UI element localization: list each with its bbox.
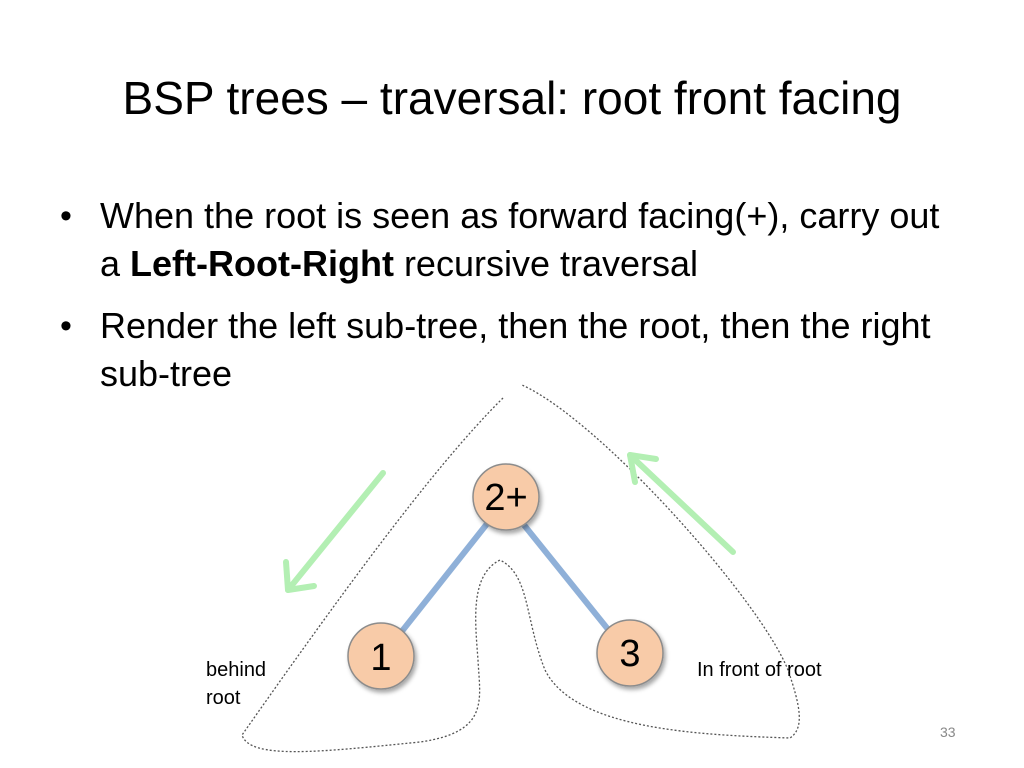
left-traversal-arrow-icon [283, 470, 386, 593]
in-front-of-root-label: In front of root [697, 659, 822, 681]
bullet-item: • Render the left sub-tree, then the root… [60, 302, 960, 398]
node-label-left: 1 [370, 637, 391, 679]
edge-root-left [392, 518, 493, 642]
bullet-text-pre: When the root is seen as forward facing(… [100, 195, 940, 284]
tree-node-left: 1 [347, 622, 415, 690]
tree-node-root: 2+ [472, 463, 540, 531]
slide-title: BSP trees – traversal: root front facing [122, 72, 902, 124]
bullet-text: Render the left sub-tree, then the root,… [100, 305, 931, 394]
bullet-item: • When the root is seen as forward facing… [60, 192, 960, 288]
slide-number: 33 [940, 724, 956, 740]
behind-root-label: behind root [206, 659, 267, 709]
bullet-list: • When the root is seen as forward facing… [60, 192, 960, 412]
edge-root-right [517, 518, 618, 640]
node-label-root: 2+ [484, 477, 527, 519]
bullet-text-bold: Left-Root-Right [130, 243, 394, 284]
tree-region-outline [241, 384, 800, 753]
bullet-dot-icon: • [60, 307, 72, 345]
node-label-right: 3 [619, 633, 640, 675]
tree-node-right: 3 [596, 619, 664, 687]
bullet-text-post: recursive traversal [393, 243, 699, 284]
bullet-dot-icon: • [60, 197, 72, 235]
right-traversal-arrow-icon [627, 452, 736, 555]
